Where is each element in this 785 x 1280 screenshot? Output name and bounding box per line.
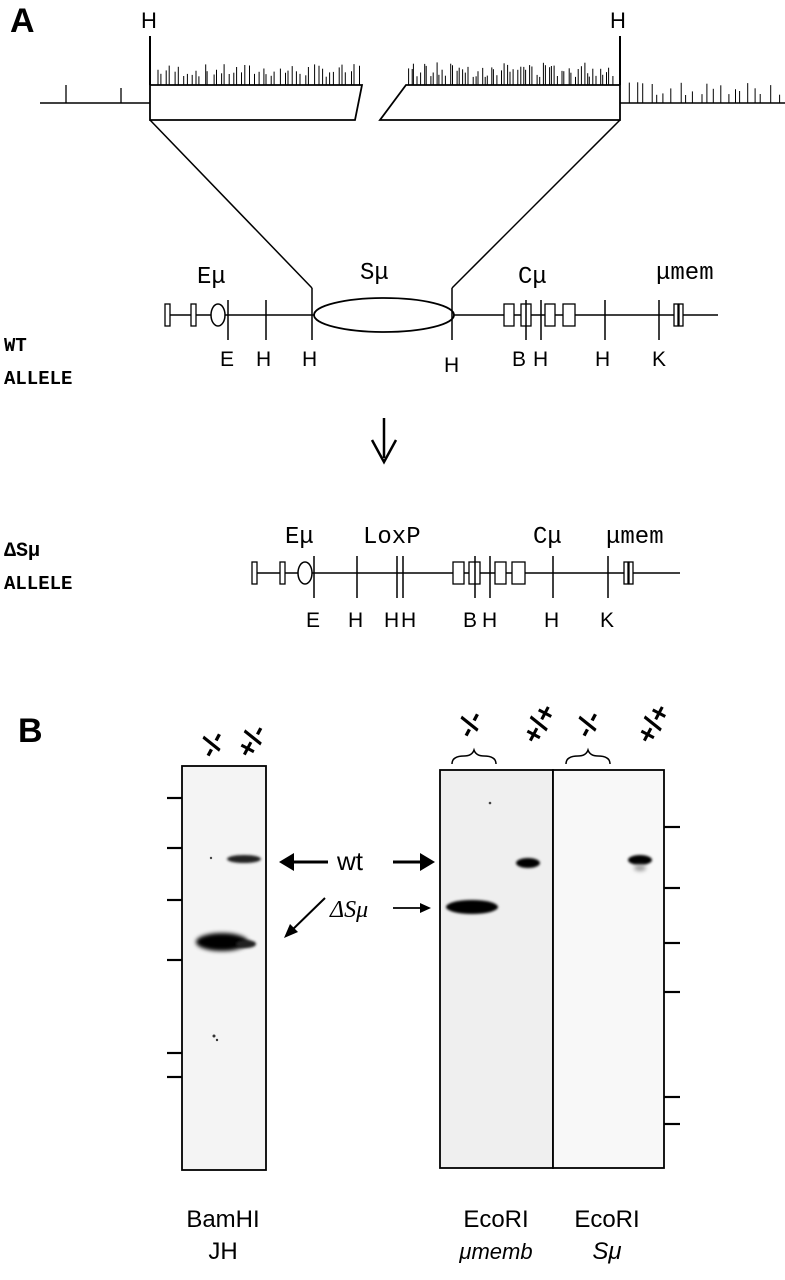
- wt-label-mumem: μmem: [656, 260, 714, 287]
- caption-blot2-probe: μmemb: [458, 1239, 532, 1264]
- top-site-h-left: H: [141, 8, 157, 33]
- lane-label-left-1: -/-: [192, 725, 232, 763]
- dsmu-allele-label-line1: ΔSμ: [4, 540, 40, 563]
- arrow-dsmu-right-icon: [393, 903, 431, 913]
- wt-site-k: K: [652, 348, 666, 371]
- lane-label-left-2: +/-: [230, 719, 273, 763]
- panel-b-label: B: [18, 712, 43, 750]
- clone-box-right: [378, 84, 621, 121]
- dsmu-site-h4: H: [482, 609, 497, 632]
- restriction-ticks-flank: [628, 82, 781, 103]
- caption-blot1-enzyme: BamHI: [186, 1206, 259, 1233]
- restriction-ticks-right: [408, 62, 614, 85]
- caption-blot1-probe: JH: [208, 1238, 237, 1265]
- dsmu-site-h3: H: [401, 609, 416, 632]
- size-markers-right: [664, 825, 680, 1126]
- lane-label-right-2: +/+: [630, 699, 676, 749]
- band-label-wt: wt: [336, 846, 364, 876]
- dsmu-site-h5: H: [544, 609, 559, 632]
- lane-label-right-1: -/-: [568, 705, 608, 743]
- restriction-ticks-left: [157, 64, 360, 85]
- wt-site-b: B: [512, 348, 526, 371]
- blot-ecori-mumemb: [439, 769, 554, 1169]
- top-site-h-right: H: [610, 8, 626, 33]
- dsmu-site-h2: H: [384, 609, 399, 632]
- dsmu-site-b: B: [463, 609, 477, 632]
- panel-a-label: A: [10, 2, 35, 40]
- down-arrow-icon: [370, 418, 398, 465]
- brace-right: [565, 747, 611, 765]
- wt-label-smu: Sμ: [360, 260, 389, 287]
- wt-site-h4: H: [533, 348, 548, 371]
- wt-site-h5: H: [595, 348, 610, 371]
- dsmu-label-mumem: μmem: [606, 524, 664, 551]
- lane-label-mid-2: +/+: [516, 699, 562, 749]
- dsmu-label-emu: Eμ: [285, 524, 314, 551]
- blot-ecori-smu: [552, 769, 665, 1169]
- emu-enhancer-wt: [210, 303, 226, 327]
- wt-site-e: E: [220, 348, 234, 371]
- caption-blot2-enzyme: EcoRI: [463, 1206, 528, 1233]
- arrow-wt-right-icon: [393, 853, 435, 871]
- caption-blot3-probe: Sμ: [592, 1238, 621, 1265]
- wt-allele-map: [164, 288, 718, 340]
- wt-site-h1: H: [256, 348, 271, 371]
- band-label-dsmu: ΔSμ: [329, 897, 368, 923]
- dsmu-site-k: K: [600, 609, 614, 632]
- wt-site-h3: H: [444, 354, 459, 377]
- arrow-wt-left-icon: [279, 853, 328, 871]
- dsmu-site-h1: H: [348, 609, 363, 632]
- dsmu-label-cmu: Cμ: [533, 524, 562, 551]
- emu-enhancer-dsmu: [297, 561, 313, 585]
- brace-mid: [451, 747, 497, 765]
- lane-label-mid-1: -/-: [450, 705, 490, 743]
- wt-allele-label-line2: ALLELE: [4, 368, 72, 390]
- size-markers-left: [167, 796, 182, 1079]
- dsmu-allele-label-line2: ALLELE: [4, 573, 72, 595]
- wt-label-emu: Eμ: [197, 264, 226, 291]
- blot-bamhi: [181, 765, 267, 1171]
- caption-blot3-enzyme: EcoRI: [574, 1206, 639, 1233]
- wt-label-cmu: Cμ: [518, 264, 547, 291]
- clone-box-left: [149, 84, 364, 121]
- dsmu-allele-map: [251, 556, 680, 598]
- dsmu-site-e: E: [306, 609, 320, 632]
- smu-region-wt: [313, 297, 455, 333]
- wt-site-h2: H: [302, 348, 317, 371]
- arrow-dsmu-left-icon: [284, 897, 326, 938]
- dsmu-label-loxp: LoxP: [363, 524, 421, 551]
- wt-allele-label-line1: WT: [4, 335, 27, 357]
